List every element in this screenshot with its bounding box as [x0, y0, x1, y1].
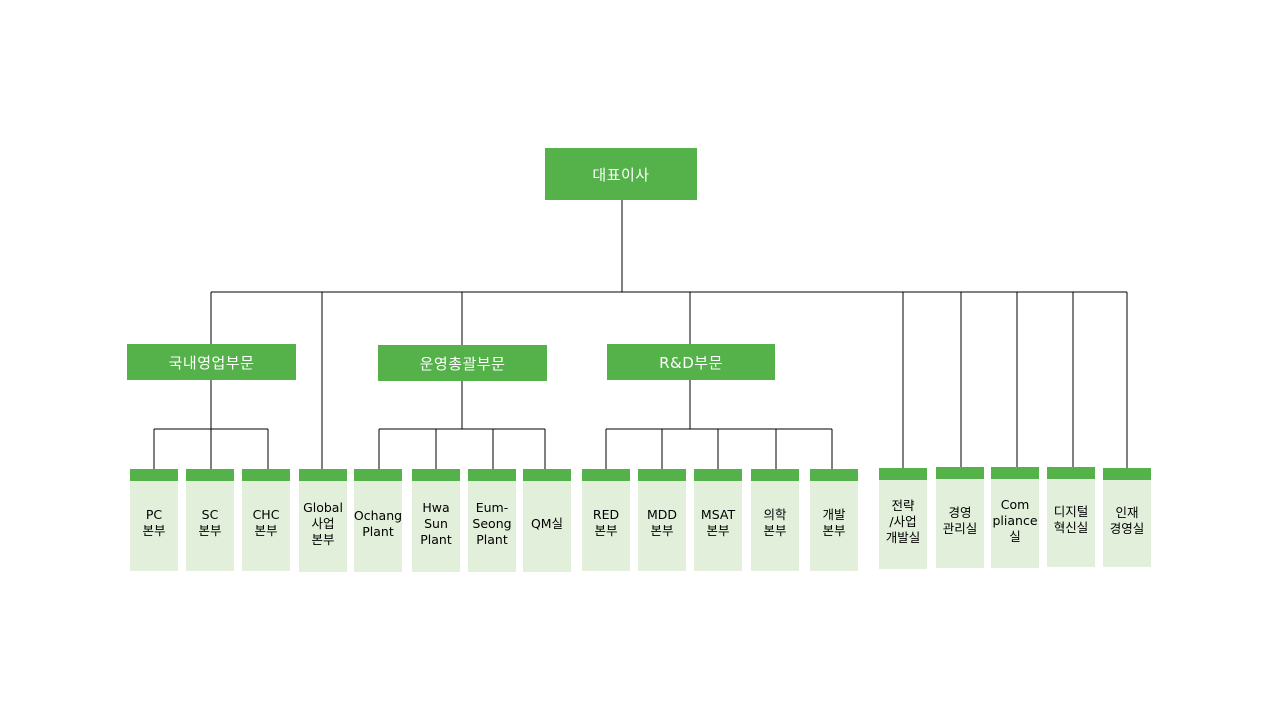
unit-label: SC 본부 [198, 507, 222, 538]
unit-cap [130, 469, 178, 481]
unit-label: Ochang Plant [353, 507, 403, 539]
unit-label: 의학 본부 [763, 507, 787, 538]
unit-body: QM실 [523, 481, 571, 572]
unit-cap [879, 468, 927, 480]
division-box-operations: 운영총괄부문 [378, 345, 547, 381]
root-box: 대표이사 [545, 148, 697, 200]
unit-cap [582, 469, 630, 481]
division-label: R&D부문 [659, 353, 723, 372]
unit-label: 개발 본부 [822, 507, 846, 538]
unit-label: QM실 [530, 515, 564, 531]
unit-cap [991, 467, 1039, 479]
unit-cap [186, 469, 234, 481]
root-label: 대표이사 [592, 165, 650, 184]
unit-cap [1047, 467, 1095, 479]
unit-body: 의학 본부 [751, 481, 799, 571]
unit-label: Global 사업 본부 [303, 499, 343, 547]
unit-body: PC 본부 [130, 481, 178, 571]
unit-cap [354, 469, 402, 481]
unit-cap [523, 469, 571, 481]
unit-label: 경영 관리실 [942, 504, 978, 536]
unit-body: MSAT 본부 [694, 481, 742, 571]
unit-cap [694, 469, 742, 481]
unit-body: Hwa Sun Plant [412, 481, 460, 572]
unit-body: 전략 /사업 개발실 [879, 480, 927, 569]
division-box-rnd: R&D부문 [607, 344, 775, 380]
unit-body: Com pliance 실 [991, 479, 1039, 568]
unit-label: 전략 /사업 개발실 [885, 497, 921, 545]
unit-body: 개발 본부 [810, 481, 858, 571]
unit-cap [468, 469, 516, 481]
unit-body: CHC 본부 [242, 481, 290, 571]
unit-cap [1103, 468, 1151, 480]
unit-label: Com pliance 실 [992, 496, 1038, 544]
division-label: 운영총괄부문 [419, 354, 506, 373]
division-label: 국내영업부문 [168, 353, 255, 372]
unit-body: 인재 경영실 [1103, 480, 1151, 567]
unit-label: Hwa Sun Plant [420, 499, 452, 547]
unit-label: PC 본부 [142, 507, 166, 538]
unit-label: CHC 본부 [252, 507, 280, 538]
division-box-domestic-sales: 국내영업부문 [127, 344, 296, 380]
unit-cap [936, 467, 984, 479]
unit-body: Eum- Seong Plant [468, 481, 516, 572]
unit-body: MDD 본부 [638, 481, 686, 571]
unit-cap [751, 469, 799, 481]
unit-label: Eum- Seong Plant [472, 499, 512, 547]
unit-label: 인재 경영실 [1109, 504, 1145, 536]
unit-cap [638, 469, 686, 481]
unit-label: MSAT 본부 [700, 507, 736, 538]
unit-label: 디지털 혁신실 [1053, 504, 1089, 535]
unit-label: MDD 본부 [646, 507, 678, 538]
unit-cap [299, 469, 347, 481]
unit-body: Ochang Plant [354, 481, 402, 572]
unit-cap [242, 469, 290, 481]
unit-body: SC 본부 [186, 481, 234, 571]
unit-cap [810, 469, 858, 481]
unit-body: Global 사업 본부 [299, 481, 347, 572]
unit-label: RED 본부 [592, 507, 620, 538]
unit-body: RED 본부 [582, 481, 630, 571]
unit-body: 디지털 혁신실 [1047, 479, 1095, 567]
unit-cap [412, 469, 460, 481]
unit-body: 경영 관리실 [936, 479, 984, 568]
